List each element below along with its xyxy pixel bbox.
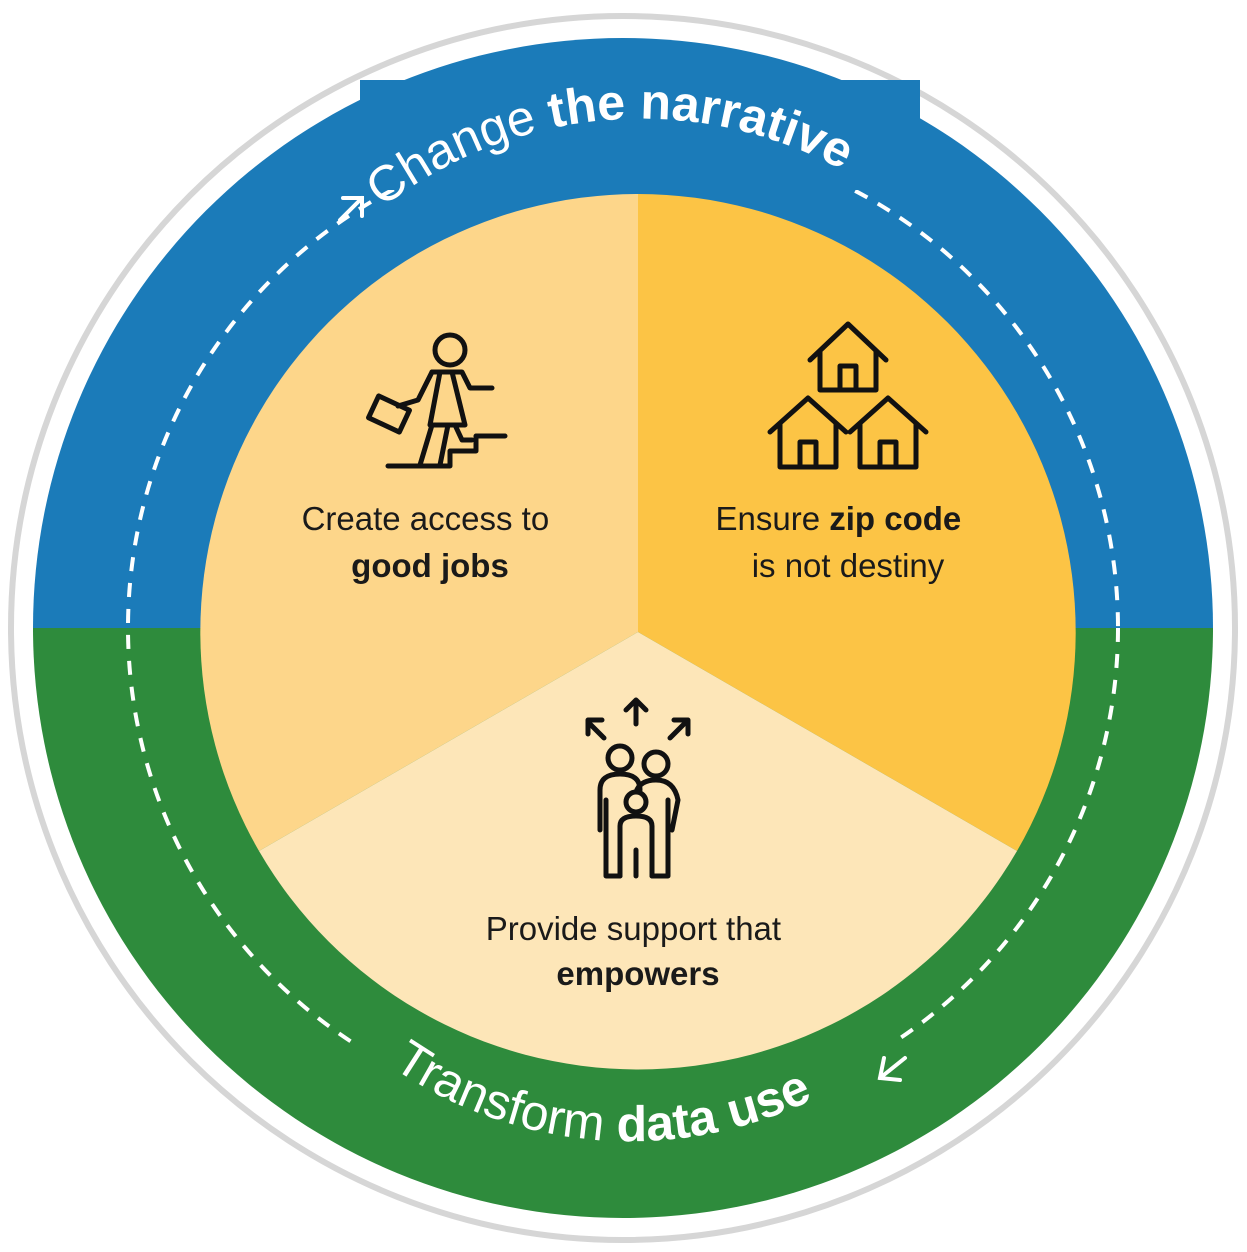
arrow-top-shaft [338, 196, 364, 222]
segment-label-zip: Ensure zip code is not destiny [716, 500, 971, 584]
segment-good-jobs [200, 194, 638, 851]
dash-gap-top [360, 80, 920, 190]
family-empowerment-icon [585, 697, 691, 879]
dashed-cycle [126, 131, 1120, 1125]
segment-label-support: Provide support that empowers [486, 910, 791, 992]
houses-icon [767, 321, 929, 470]
person-climbing-stairs-icon [366, 332, 508, 469]
segment-label-jobs: Create access to good jobs [302, 500, 559, 584]
segment-zip-code [638, 194, 1076, 851]
arrow-bottom-shaft [878, 1056, 907, 1080]
